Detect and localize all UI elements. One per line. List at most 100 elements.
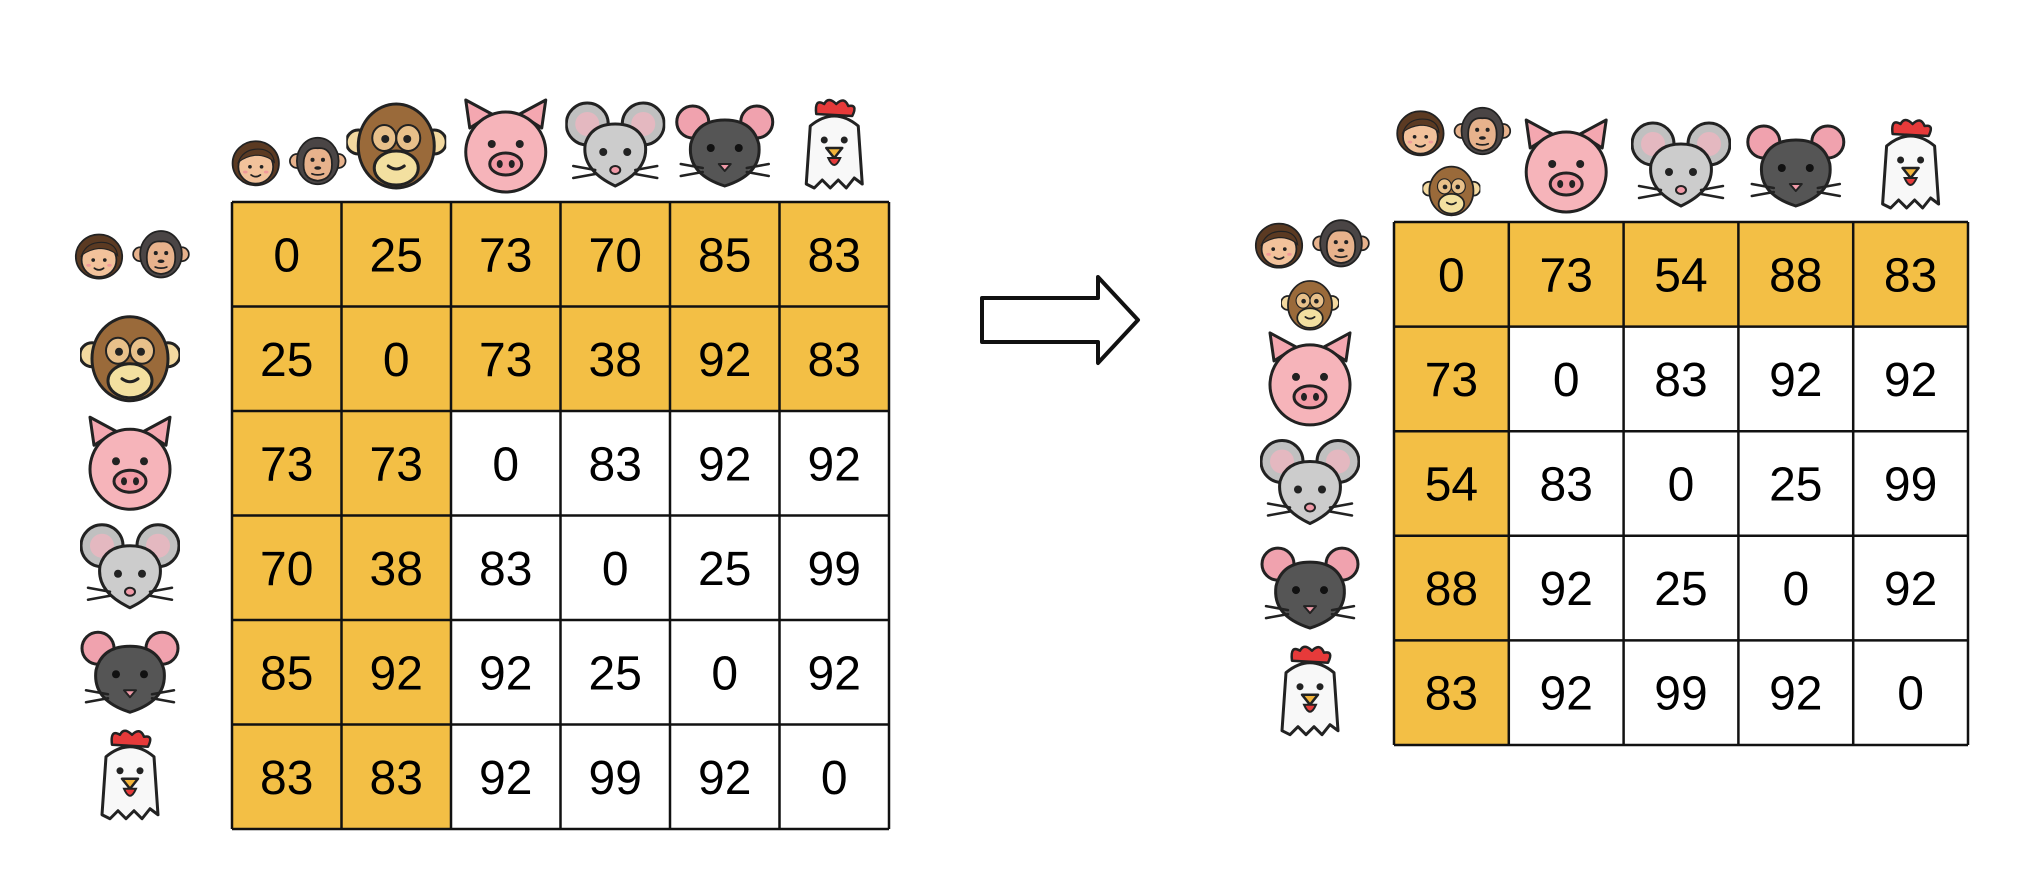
chimp-icon [289, 136, 347, 186]
matrix-cell [1508, 326, 1624, 432]
cell-value: 99 [589, 752, 642, 805]
cell-value: 92 [1769, 354, 1822, 407]
matrix-cell [560, 724, 670, 829]
cell-value: 73 [370, 438, 423, 491]
human-icon [1254, 222, 1304, 269]
mouse-icon [1631, 121, 1731, 208]
cell-value: 73 [479, 229, 532, 282]
matrix-cell [1623, 222, 1739, 327]
pig-icon [1524, 118, 1608, 214]
cell-value: 88 [1769, 249, 1822, 302]
matrix-cell [341, 306, 451, 411]
mouse-icon [565, 101, 666, 188]
pig-icon [1268, 331, 1352, 427]
matrix-cell [341, 515, 451, 620]
matrix-cell [341, 620, 451, 725]
cell-value: 0 [821, 752, 848, 805]
chicken-icon [1881, 118, 1941, 210]
matrix-cell [1394, 431, 1509, 536]
row-header [1260, 546, 1360, 630]
column-header [1746, 124, 1846, 208]
human-icon [74, 233, 124, 280]
column-header [346, 102, 447, 190]
chimp-icon [132, 230, 190, 279]
matrix-cell [1508, 535, 1624, 641]
cell-value: 92 [479, 752, 532, 805]
rat-icon [1746, 124, 1846, 208]
cell-value: 92 [1884, 563, 1937, 616]
cell-value: 83 [589, 438, 642, 491]
cell-value: 25 [370, 229, 423, 282]
cell-value: 0 [1782, 563, 1809, 616]
cell-value: 73 [1540, 249, 1593, 302]
cell-value: 92 [1540, 563, 1593, 616]
matrix-cell [560, 306, 670, 411]
cell-value: 83 [1540, 459, 1593, 512]
matrix-cell [1738, 640, 1854, 745]
cell-value: 83 [808, 334, 861, 387]
matrix-cell [779, 515, 889, 620]
matrix-cell [341, 202, 451, 307]
cell-value: 83 [808, 229, 861, 282]
chimp-icon [1453, 106, 1512, 156]
cell-value: 25 [260, 334, 313, 387]
monkey-icon [346, 102, 447, 190]
row-header [80, 523, 180, 610]
row-header [1268, 331, 1352, 427]
cell-value: 99 [1884, 459, 1937, 512]
rat-icon [675, 104, 775, 188]
cell-value: 73 [1425, 354, 1478, 407]
cell-value: 0 [602, 543, 629, 596]
cell-value: 92 [1884, 354, 1937, 407]
cell-value: 83 [260, 752, 313, 805]
column-header [1396, 106, 1512, 217]
matrix-cell [670, 202, 780, 307]
matrix-cell [1738, 326, 1854, 432]
matrix-cell [560, 202, 670, 307]
cell-value: 0 [711, 647, 738, 700]
cell-value: 92 [479, 647, 532, 700]
rat-icon [80, 630, 180, 714]
cell-value: 25 [1769, 459, 1822, 512]
row-header [1260, 439, 1360, 525]
matrix-cell [1508, 222, 1624, 327]
matrix-cell [232, 411, 342, 516]
matrix-cell [451, 620, 561, 725]
cell-value: 25 [698, 543, 751, 596]
cell-value: 83 [1884, 249, 1937, 302]
cell-value: 92 [370, 647, 423, 700]
matrix-cell [1738, 535, 1854, 641]
matrix-cell [1623, 640, 1739, 745]
cell-value: 0 [383, 334, 410, 387]
row-header [80, 315, 180, 403]
column-header [1524, 118, 1608, 214]
column-header [1631, 121, 1731, 208]
matrix-cell [1853, 431, 1968, 536]
matrix-cell [1394, 222, 1509, 327]
column-header [464, 98, 548, 194]
cell-value: 0 [492, 438, 519, 491]
matrix-cell [1853, 326, 1968, 432]
cell-value: 0 [1438, 249, 1465, 302]
matrix-cell [1738, 222, 1854, 327]
cell-value: 73 [479, 334, 532, 387]
cell-value: 38 [370, 543, 423, 596]
cell-value: 0 [273, 229, 300, 282]
cell-value: 54 [1425, 459, 1478, 512]
monkey-icon [80, 315, 180, 403]
mouse-icon [1260, 439, 1360, 525]
cell-value: 92 [1769, 668, 1822, 721]
matrix-cell [779, 620, 889, 725]
cell-value: 92 [808, 438, 861, 491]
cell-value: 25 [1654, 563, 1707, 616]
matrix-cell [779, 202, 889, 307]
cell-value: 83 [1425, 668, 1478, 721]
cell-value: 85 [260, 647, 313, 700]
monkey-icon [1422, 165, 1481, 217]
matrix-cell [1508, 640, 1624, 745]
matrix-cell [232, 515, 342, 620]
row-header [1254, 219, 1370, 331]
cell-value: 92 [1540, 668, 1593, 721]
cell-value: 54 [1654, 249, 1707, 302]
matrix-cell [670, 306, 780, 411]
